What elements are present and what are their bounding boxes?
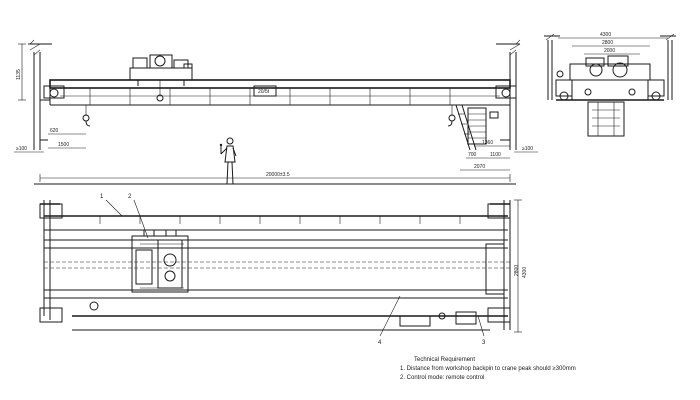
dim-height-left: 1135	[16, 69, 22, 80]
dim-cab-4: 2070	[474, 164, 485, 170]
front-elevation-view: 20/5t	[14, 39, 538, 185]
person-figure	[219, 137, 237, 185]
dim-plan-gauge: 2800	[514, 265, 520, 276]
dim-clear-right: ≥100	[522, 146, 533, 152]
technical-requirements-title: Technical Requirement	[414, 357, 476, 363]
dim-side-inner: 2000	[604, 48, 615, 54]
plan-callouts: 1 2 3 4	[100, 194, 486, 346]
capacity-label: 20/5t	[258, 89, 270, 95]
girder-stiffeners	[89, 88, 451, 105]
callout-2: 2	[128, 194, 132, 200]
dim-end-left: 1500	[58, 142, 69, 148]
plan-view: 4300 2800 1 2 3 4	[39, 194, 528, 346]
plan-frame	[43, 200, 511, 331]
trolley-side	[555, 55, 665, 101]
end-carriages	[43, 85, 517, 99]
side-elevation-view: 4300 2800 2000	[544, 32, 676, 137]
plan-dimensions: 4300 2800	[509, 199, 528, 333]
technical-requirement-item-1: 1. Distance from workshop backpin to cra…	[400, 366, 576, 372]
dim-plan-wheelbase: 4300	[522, 267, 528, 278]
plan-trolley	[131, 229, 189, 293]
operator-cab-ladder	[455, 104, 499, 151]
dim-side-overall: 4300	[600, 32, 611, 38]
capacity-label-box: 20/5t	[253, 85, 277, 97]
plan-stiffeners	[99, 216, 461, 224]
hook-main	[156, 80, 164, 102]
side-dimensions: 4300 2800 2000	[558, 32, 668, 55]
hook-left	[82, 105, 91, 127]
dim-hook-left: 620	[50, 128, 59, 134]
hook-right	[447, 105, 456, 127]
dim-cab-1: 1360	[482, 140, 493, 146]
callout-1: 1	[100, 194, 104, 200]
callout-4: 4	[378, 340, 382, 346]
trolley-front	[129, 54, 193, 86]
left-building-column	[28, 39, 52, 150]
front-dimensions: 1135 620 1500 ≥100 ≥100 1360 700 1100 20…	[14, 43, 538, 182]
plan-end-trucks	[39, 203, 511, 323]
plan-cab-area	[399, 243, 505, 327]
main-girder	[49, 79, 511, 106]
dim-cab-2: 700	[468, 152, 477, 158]
dim-cab-3: 1100	[490, 152, 501, 158]
technical-requirement-item-2: 2. Control mode: remote control	[400, 375, 485, 381]
side-cab	[587, 101, 625, 137]
dim-span: 20000±3.5	[266, 172, 290, 178]
callout-3: 3	[482, 340, 486, 346]
dim-side-gauge: 2800	[602, 40, 613, 46]
technical-requirements: Technical Requirement 1. Distance from w…	[400, 356, 576, 383]
dim-clear-left: ≥100	[16, 146, 27, 152]
